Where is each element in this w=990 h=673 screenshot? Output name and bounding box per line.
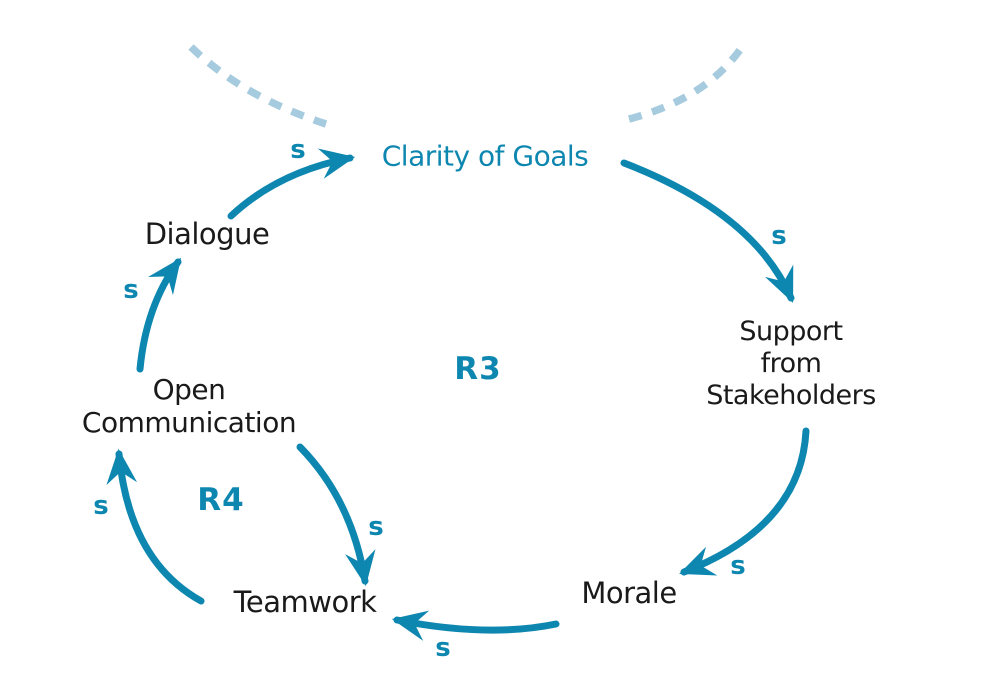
arrow-opencomm-to-teamwork-icon (296, 443, 376, 587)
node-support-line1: Support (739, 316, 843, 348)
arrow-support-to-morale-icon (679, 427, 810, 576)
loop-label-r3: R3 (454, 351, 502, 387)
node-support-line3: Stakeholders (706, 379, 876, 411)
node-support-from-stakeholders: Support from Stakeholders (706, 316, 876, 412)
node-open-communication: Open Communication (81, 372, 297, 439)
dashed-arc-left-icon (188, 44, 328, 128)
polarity-s-opencomm-to-teamwork: s (368, 512, 384, 542)
node-teamwork: Teamwork (233, 584, 377, 619)
node-support-line2: from (760, 348, 822, 380)
node-open-communication-line2: Communication (81, 406, 297, 439)
arrow-morale-to-teamwork-icon (391, 610, 560, 641)
arrow-teamwork-to-opencomm-icon (106, 448, 205, 605)
polarity-s-teamwork-to-opencomm: s (93, 491, 109, 521)
arrow-dialogue-to-clarity-icon (227, 148, 356, 220)
dashed-arc-right-icon (628, 44, 746, 123)
node-open-communication-line1: Open (152, 372, 226, 406)
polarity-s-support-to-morale: s (730, 551, 746, 581)
node-morale: Morale (581, 575, 677, 610)
node-dialogue: Dialogue (144, 216, 270, 251)
loop-label-r4: R4 (197, 482, 245, 518)
polarity-s-dialogue-to-clarity: s (290, 135, 306, 165)
arrow-clarity-to-support-icon (620, 159, 795, 303)
polarity-s-morale-to-teamwork: s (435, 633, 451, 663)
polarity-s-opencomm-to-dialogue: s (123, 275, 139, 305)
arrow-opencomm-to-dialogue-icon (136, 257, 182, 373)
node-clarity-of-goals: Clarity of Goals (381, 139, 589, 173)
polarity-s-clarity-to-support: s (771, 221, 787, 251)
